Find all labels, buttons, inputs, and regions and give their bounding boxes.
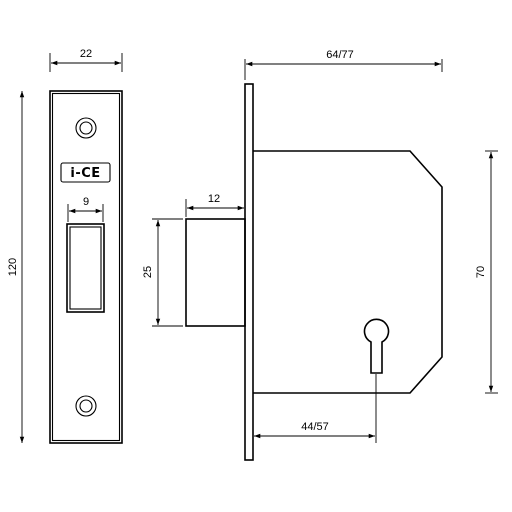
dimension-label: 12	[208, 193, 220, 205]
lock-case	[253, 150, 443, 394]
dimension-label: 70	[475, 266, 487, 278]
top-screw-hole	[75, 117, 97, 139]
forend-plate	[244, 83, 254, 461]
dimension-body-depth: 64/77	[244, 49, 443, 80]
lock-body-view: 64/77 12 25 44/57 70	[142, 49, 498, 461]
dimension-label: 22	[80, 48, 92, 60]
dimension-faceplate-height: 120	[7, 91, 25, 443]
dimension-label: 9	[83, 196, 89, 208]
faceplate-outline	[49, 90, 123, 444]
deadbolt	[185, 218, 246, 327]
dimension-faceplate-width: 22	[49, 48, 123, 72]
faceplate-view: i-CE 22 9 120	[7, 48, 123, 444]
faceplate-inner-edge	[51, 92, 121, 442]
bottom-screw-hole	[75, 395, 97, 417]
brand-logo: i-CE	[60, 162, 111, 183]
dimension-label: 44/57	[301, 421, 329, 433]
keyhole	[363, 318, 390, 374]
dimension-backset: 44/57	[254, 374, 377, 443]
dimension-label: 64/77	[326, 49, 354, 61]
dimension-bolt-hole-width: 9	[67, 196, 104, 222]
brand-logo-text: i-CE	[70, 166, 100, 181]
dimension-label: 25	[142, 266, 154, 278]
dimension-bolt-height: 25	[142, 218, 183, 327]
dimension-label: 120	[7, 258, 19, 276]
dimension-bolt-projection: 12	[185, 193, 244, 217]
dimension-body-height: 70	[475, 150, 498, 394]
bolt-hole	[66, 223, 105, 313]
